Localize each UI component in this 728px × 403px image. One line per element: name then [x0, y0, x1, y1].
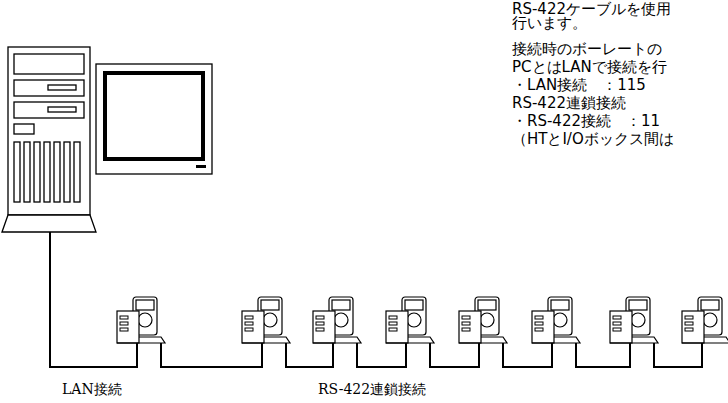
connection-label: LAN接続	[62, 380, 122, 398]
rs422-wire	[161, 343, 702, 367]
note-text: （HTとI/Oボックス間は	[512, 130, 674, 148]
connection-label: RS-422連鎖接続	[318, 380, 426, 398]
note-text: ・LAN接続 ：115	[512, 76, 646, 94]
lan-wire	[50, 232, 137, 367]
note-text: ・RS-422接続 ：11	[512, 112, 660, 130]
note-text: 接続時のボーレートの	[512, 40, 662, 58]
note-text: PCとはLANで接続を行	[512, 58, 667, 76]
device-chain	[117, 297, 728, 343]
pc-monitor	[96, 64, 212, 174]
note-text: RS-422連鎖接続	[512, 94, 626, 112]
note-text: 行います。	[512, 14, 587, 32]
pc-tower	[2, 47, 96, 232]
